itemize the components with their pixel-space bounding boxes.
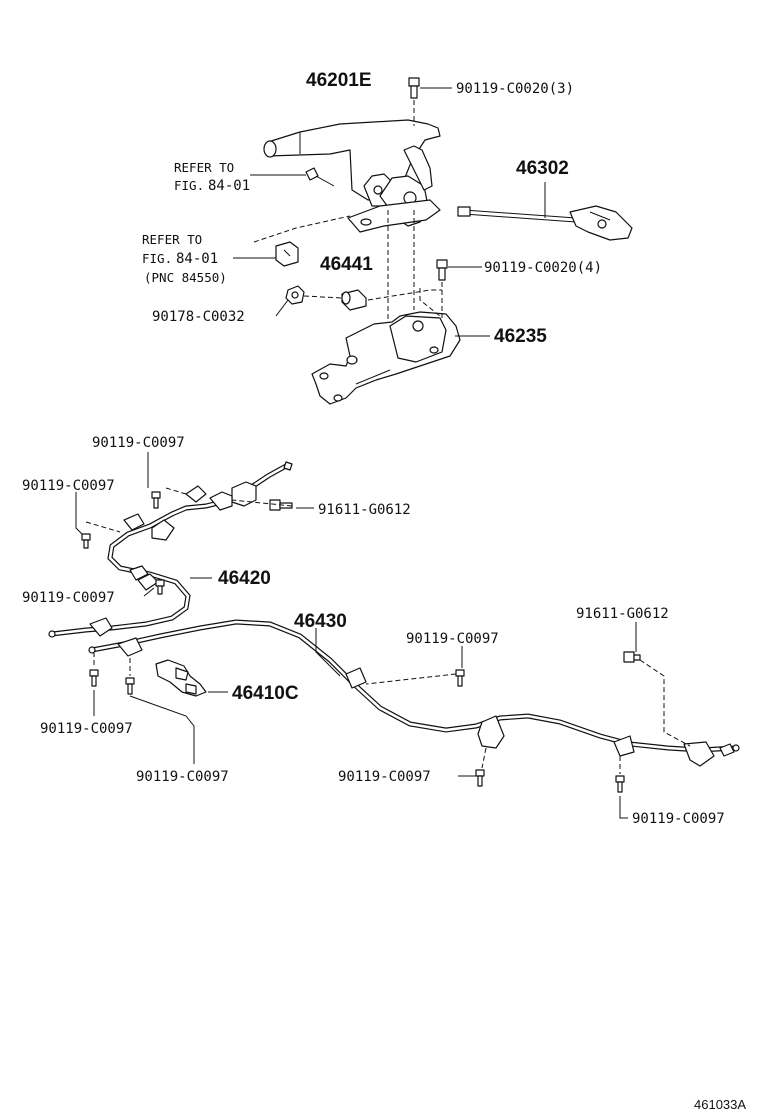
bolt-icon xyxy=(475,769,485,787)
cable-clamp xyxy=(155,659,207,697)
bolt-icon xyxy=(455,669,465,687)
adjusting-rod xyxy=(457,205,633,241)
label-screw-1: 91611-G0612 xyxy=(318,502,411,518)
label-refer-clip-pnc: (PNC 84550) xyxy=(144,270,227,285)
label-front-cable: 46420 xyxy=(218,568,271,589)
label-refer-clip-line2: FIG. xyxy=(142,251,172,266)
screw-icon xyxy=(305,167,335,187)
label-bolt-a: 90119-C0097 xyxy=(92,435,185,451)
spacer-icon xyxy=(341,289,367,311)
bolt-icon xyxy=(151,491,161,509)
label-refer-clip-line1: REFER TO xyxy=(142,232,202,247)
lever-base xyxy=(347,199,441,233)
label-refer-lever-line1: REFER TO xyxy=(174,160,234,175)
label-bolt-g: 90119-C0097 xyxy=(338,769,431,785)
label-bolt-b: 90119-C0097 xyxy=(22,478,115,494)
lever-bracket xyxy=(311,311,461,405)
clip-icon xyxy=(275,241,299,267)
bolt-icon xyxy=(125,677,135,695)
label-bolt-d: 90119-C0097 xyxy=(406,631,499,647)
bolt-icon xyxy=(89,669,99,687)
label-spacer: 46441 xyxy=(320,254,373,275)
label-bracket: 46235 xyxy=(494,326,547,347)
front-cable xyxy=(48,461,293,638)
label-bolt-c: 90119-C0097 xyxy=(22,590,115,606)
label-rod: 46302 xyxy=(516,158,569,179)
screw-icon xyxy=(623,651,641,663)
label-bolt-e: 90119-C0097 xyxy=(40,721,133,737)
label-bolt-h: 90119-C0097 xyxy=(632,811,725,827)
bolt-icon xyxy=(81,533,91,549)
label-rear-cable: 46430 xyxy=(294,611,347,632)
bolt-icon xyxy=(436,259,448,281)
bolt-icon xyxy=(155,579,165,595)
label-bolt-top: 90119-C0020(3) xyxy=(456,81,574,97)
label-bolt-mid: 90119-C0020(4) xyxy=(484,260,602,276)
rear-cable xyxy=(88,619,740,767)
label-clamp: 46410C xyxy=(232,683,299,704)
bolt-icon xyxy=(408,77,420,99)
label-lever: 46201E xyxy=(306,70,372,91)
diagram-code: 461033A xyxy=(694,1097,746,1112)
label-refer-lever-fig: 84-01 xyxy=(208,178,250,194)
bolt-icon xyxy=(615,775,625,793)
label-refer-clip-fig: 84-01 xyxy=(176,251,218,267)
nut-icon xyxy=(285,285,305,305)
label-bolt-f: 90119-C0097 xyxy=(136,769,229,785)
label-refer-lever-line2: FIG. xyxy=(174,178,204,193)
label-nut: 90178-C0032 xyxy=(152,309,245,325)
label-screw-2: 91611-G0612 xyxy=(576,606,669,622)
